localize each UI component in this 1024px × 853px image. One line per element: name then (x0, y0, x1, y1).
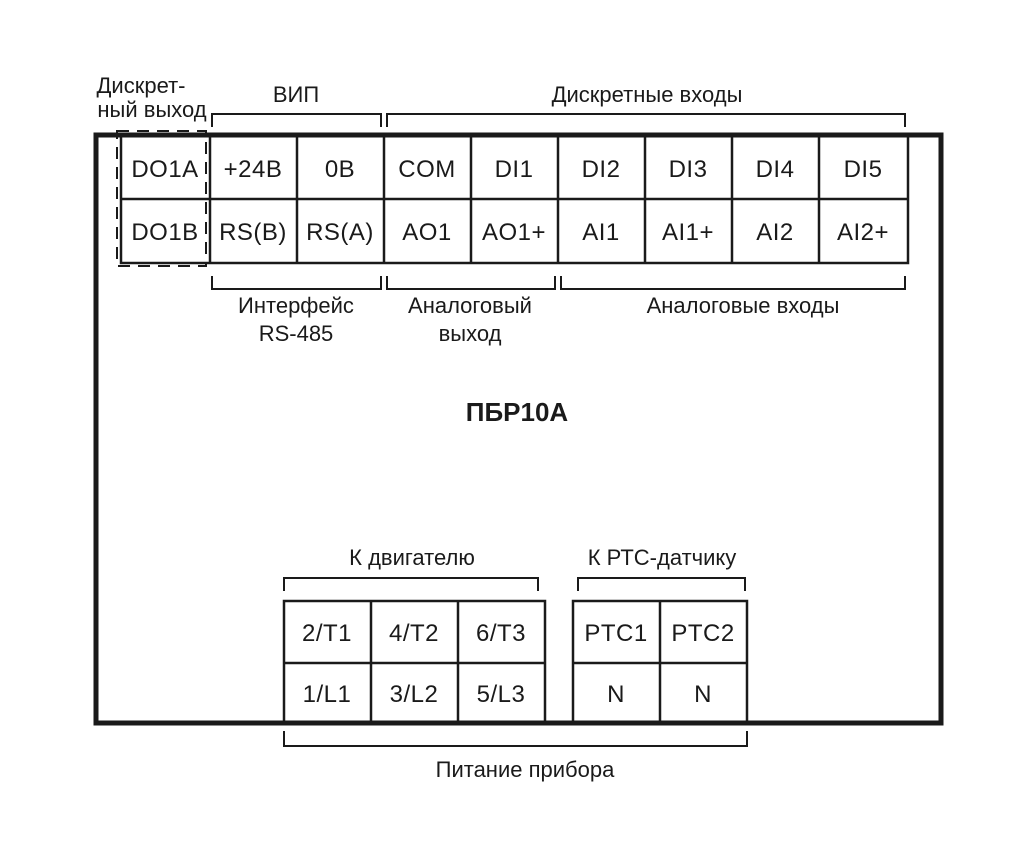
terminal-rs-a: RS(A) (306, 219, 374, 246)
analog-inputs-label: Аналоговые входы (647, 293, 840, 318)
terminal-ptc1: PTC1 (584, 620, 647, 647)
terminal-di2: DI2 (582, 156, 621, 183)
ptc-sensor-label: К РТС-датчику (588, 545, 737, 570)
discrete-output-label-line2: ный выход (97, 97, 206, 122)
analog-output-label-line1: Аналоговый (408, 293, 532, 318)
terminal-5-l3: 5/L3 (477, 681, 526, 708)
terminal-1-l1: 1/L1 (303, 681, 352, 708)
terminal-do1b: DO1B (131, 219, 198, 246)
interface-label-line2: RS-485 (259, 321, 334, 346)
bottom-top-labels: К двигателю К РТС-датчику (349, 545, 736, 570)
ptc-terminal-block (571, 599, 749, 724)
device-power-bracket (283, 731, 748, 747)
motor-terminal-block (282, 599, 547, 724)
device-title: ПБР10А (466, 397, 569, 427)
interface-bracket (211, 276, 382, 290)
terminal-ptc2: PTC2 (671, 620, 734, 647)
terminal-com: COM (398, 156, 456, 183)
terminal-4-t2: 4/T2 (389, 620, 439, 647)
ptc-bracket (577, 577, 746, 591)
terminal-rs-b: RS(B) (219, 219, 287, 246)
terminal-ao1-plus: AO1+ (482, 219, 546, 246)
terminal-ai2-plus: AI2+ (837, 219, 889, 246)
terminal-di4: DI4 (756, 156, 795, 183)
bottom-top-brackets (283, 577, 746, 591)
middle-group-labels: Интерфейс RS-485 Аналоговый выход Аналог… (238, 293, 839, 346)
discrete-output-label-line1: Дискрет- (97, 73, 186, 98)
power-supply-label: ВИП (273, 82, 319, 107)
motor-label: К двигателю (349, 545, 475, 570)
terminal-ao1: AO1 (402, 219, 452, 246)
terminal-2-t1: 2/T1 (302, 620, 352, 647)
top-terminal-block (119, 133, 910, 265)
motor-bracket (283, 577, 539, 591)
terminal-plus-24v: +24В (224, 156, 283, 183)
top-terminal-row-1: DO1A +24В 0В COM DI1 DI2 DI3 DI4 DI5 (131, 156, 882, 183)
middle-group-brackets (211, 276, 906, 290)
terminal-do1a: DO1A (131, 156, 198, 183)
discrete-inputs-bracket (386, 113, 906, 127)
terminal-ai2: AI2 (756, 219, 794, 246)
terminal-di1: DI1 (495, 156, 534, 183)
terminal-n-1: N (607, 681, 625, 708)
device-power-label: Питание прибора (436, 757, 615, 782)
motor-terminal-labels: 2/T1 4/T2 6/T3 1/L1 3/L2 5/L3 (302, 620, 526, 708)
motor-terminal-block-frame (282, 599, 547, 724)
terminal-n-2: N (694, 681, 712, 708)
terminal-di5: DI5 (844, 156, 883, 183)
terminal-di3: DI3 (669, 156, 708, 183)
ptc-terminal-labels: PTC1 PTC2 N N (584, 620, 734, 708)
terminal-3-l2: 3/L2 (390, 681, 439, 708)
power-supply-bracket (211, 113, 382, 127)
terminal-ai1: AI1 (582, 219, 620, 246)
terminal-6-t3: 6/T3 (476, 620, 526, 647)
interface-label-line1: Интерфейс (238, 293, 354, 318)
analog-output-bracket (386, 276, 556, 290)
analog-inputs-bracket (560, 276, 906, 290)
top-terminal-row-2: DO1B RS(B) RS(A) AO1 AO1+ AI1 AI1+ AI2 A… (131, 219, 889, 246)
top-group-labels: Дискрет- ный выход ВИП Дискретные входы (97, 73, 743, 122)
discrete-inputs-label: Дискретные входы (552, 82, 743, 107)
terminal-ai1-plus: AI1+ (662, 219, 714, 246)
analog-output-label-line2: выход (439, 321, 502, 346)
discrete-output-dashed-outline (116, 130, 207, 267)
terminal-0v: 0В (325, 156, 355, 183)
top-group-brackets (211, 113, 906, 127)
